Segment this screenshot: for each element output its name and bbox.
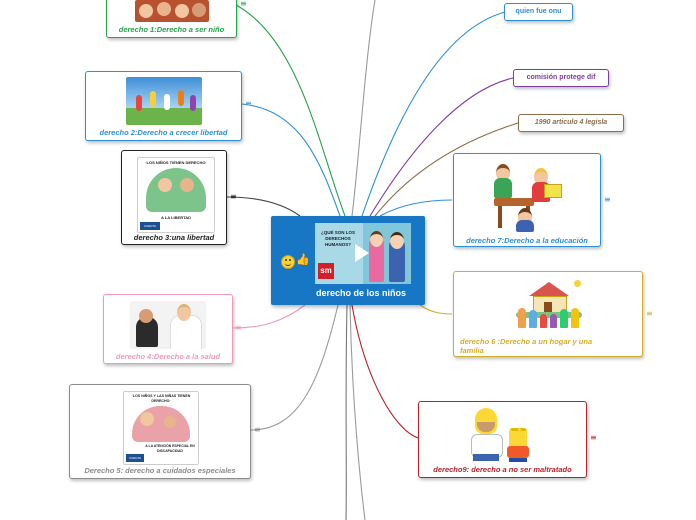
connector-derecho4: [232, 304, 306, 329]
connector-articulo: [374, 122, 519, 217]
connector-top-offscreen: [351, 0, 376, 217]
node-derecho-2[interactable]: derecho 2:Derecho a crecer libertad: [85, 71, 242, 141]
node-derecho-9[interactable]: derecho9: derecho a no ser maltratado: [418, 401, 587, 478]
boy-figure: [389, 239, 405, 282]
sun-icon: [574, 280, 581, 287]
poster-badge: CUENTA CONMIGO: [126, 454, 144, 462]
central-topic[interactable]: 👍 ¿QUÉ SON LOS DERECHOS HUMANOS? sm dere…: [271, 216, 425, 305]
node-derecho-7[interactable]: derecho 7:Derecho a la educación: [453, 153, 601, 247]
node-comision-label: comisión protege dif: [526, 74, 596, 81]
node-derecho-1[interactable]: derecho 1:Derecho a ser niño: [106, 0, 237, 38]
sm-logo: sm: [318, 263, 334, 279]
note-icon-derecho-2[interactable]: ≡: [245, 99, 252, 108]
video-title-text: ¿QUÉ SON LOS DERECHOS HUMANOS?: [320, 230, 355, 247]
connector-comision: [369, 77, 514, 217]
poster-footer-text: A LA ATENCIÓN ESPECIAL EN DISCAPACIDAD: [145, 444, 195, 453]
connector-derecho1: [235, 4, 346, 217]
node-quien-fue-onu-label: quien fue onu: [515, 8, 562, 15]
node-derecho-6[interactable]: derecho 6 :Derecho a un hogar y una fami…: [453, 271, 643, 357]
node-derecho-5-label: Derecho 5: derecho a cuidados especiales: [84, 466, 236, 475]
thumbs-up-icon: 👍: [296, 254, 310, 266]
central-topic-title: derecho de los niños: [315, 288, 407, 298]
node-derecho-7-label: derecho 7:Derecho a la educación: [466, 236, 588, 245]
node-derecho-4-label: derecho 4:Derecho a la salud: [115, 352, 221, 361]
node-derecho-4[interactable]: derecho 4:Derecho a la salud: [103, 294, 233, 364]
poster-header-text: ·LOS NIÑOS TIENEN DERECHO·: [145, 160, 207, 165]
node-comision[interactable]: comisión protege dif: [513, 69, 609, 87]
note-icon-derecho-5[interactable]: ≡: [254, 425, 261, 434]
cuidados-poster: ·LOS NIÑOS Y LAS NIÑAS TIENEN DERECHO· A…: [123, 391, 199, 465]
node-derecho-3-label: derecho 3:una libertad: [133, 233, 215, 242]
note-icon-derecho-9[interactable]: ≡: [590, 433, 597, 442]
jumping-kids-photo: [126, 77, 202, 125]
kids-reading-illustration: [488, 158, 568, 232]
node-articulo-label: 1990 articulo 4 legisla: [534, 119, 608, 126]
node-quien-fue-onu[interactable]: quien fue onu: [504, 3, 573, 21]
poster-header-text: ·LOS NIÑOS Y LAS NIÑAS TIENEN DERECHO·: [131, 394, 191, 403]
connector-bottom-offscreen-right: [349, 304, 366, 520]
node-derecho-5[interactable]: ·LOS NIÑOS Y LAS NIÑAS TIENEN DERECHO· A…: [69, 384, 251, 479]
connector-derecho5: [250, 304, 339, 431]
libertad-poster: ·LOS NIÑOS TIENEN DERECHO· A LA LIBERTAD…: [137, 157, 215, 233]
smiley-icon: [281, 255, 295, 269]
connector-derecho6: [419, 304, 453, 315]
note-icon-derecho-1[interactable]: ≡: [240, 0, 247, 8]
poster-footer-text: A LA LIBERTAD: [160, 215, 192, 220]
node-derecho-9-label: derecho9: derecho a no ser maltratado: [433, 465, 572, 474]
connector-derecho2: [241, 103, 341, 217]
node-derecho-6-label: derecho 6 :Derecho a un hogar y una fami…: [460, 337, 593, 355]
play-icon[interactable]: [355, 244, 369, 262]
note-icon-derecho-6[interactable]: ≡: [646, 309, 653, 318]
girl-figure: [369, 237, 384, 282]
video-thumbnail[interactable]: ¿QUÉ SON LOS DERECHOS HUMANOS? sm: [315, 223, 411, 284]
bart-figure: [509, 428, 527, 449]
connector-bottom-offscreen-left: [345, 304, 348, 520]
node-derecho-3[interactable]: ·LOS NIÑOS TIENEN DERECHO· A LA LIBERTAD…: [121, 150, 227, 245]
family-house-illustration: [514, 278, 584, 330]
node-derecho-1-label: derecho 1:Derecho a ser niño: [118, 25, 225, 34]
connector-derecho7: [379, 199, 453, 217]
node-derecho-2-label: derecho 2:Derecho a crecer libertad: [99, 128, 228, 137]
doctor-checkup-photo: [130, 301, 206, 349]
note-icon-derecho-4[interactable]: ≡: [235, 323, 242, 332]
poster-badge: CUENTA CONMIGO: [140, 222, 160, 230]
note-icon-derecho-7[interactable]: ≡: [604, 195, 611, 204]
children-photo-1: [135, 0, 209, 22]
node-articulo[interactable]: 1990 articulo 4 legisla: [518, 114, 624, 132]
connector-derecho3: [226, 196, 301, 217]
connector-quien: [361, 11, 506, 217]
homer-bart-cartoon: [463, 406, 543, 462]
connector-derecho9: [351, 304, 419, 439]
note-icon-derecho-3[interactable]: ≡: [230, 192, 237, 201]
